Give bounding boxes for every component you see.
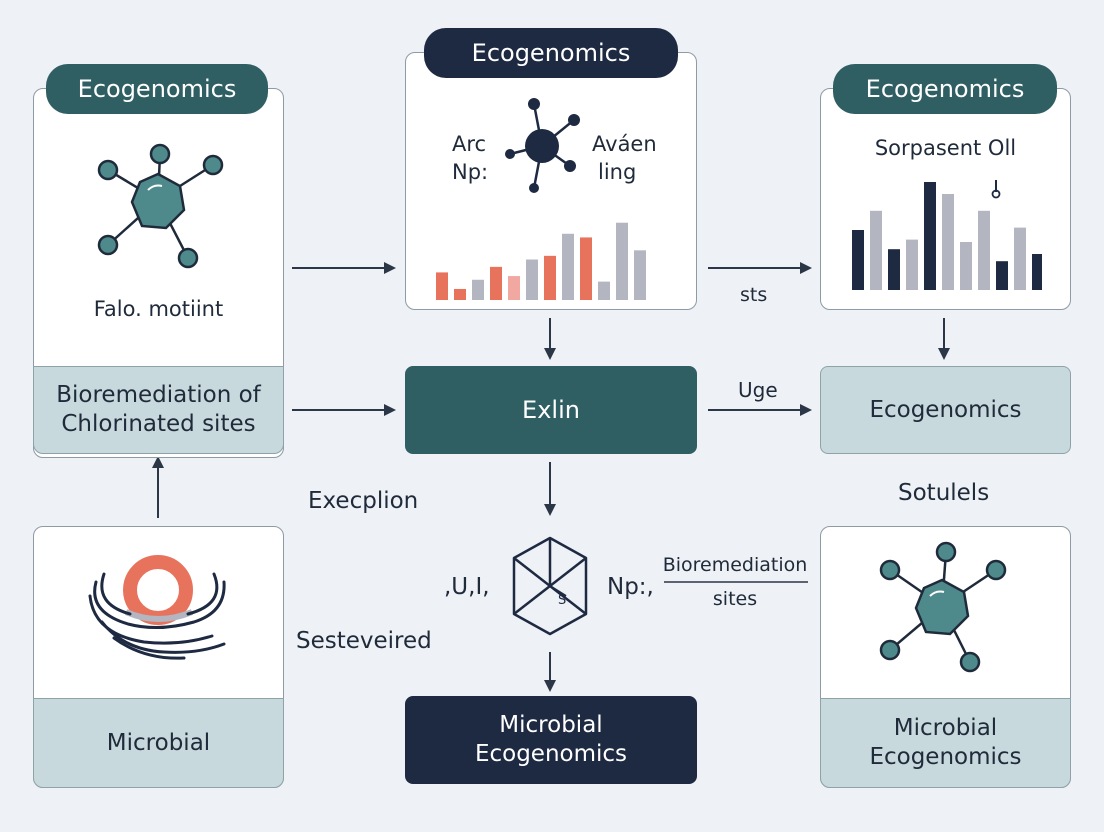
molecule-icon (505, 98, 580, 193)
exlin-box[interactable]: Exlin (405, 366, 697, 454)
microbial-box-right[interactable]: Microbial Ecogenomics (820, 698, 1071, 788)
bar (906, 239, 918, 290)
bar (960, 242, 972, 290)
bioremediation-line-2: Chlorinated sites (61, 411, 256, 437)
right-panel-title: Sorpasent Oll (874, 136, 1017, 160)
center-label-left-1: Arc (452, 132, 487, 156)
bar (508, 276, 520, 300)
center-bar-chart (436, 222, 646, 300)
center-panel-header: Ecogenomics (424, 28, 678, 78)
layered-ring-icon (88, 555, 226, 660)
molecule-icon (97, 143, 224, 269)
left-panel-header: Ecogenomics (46, 64, 268, 114)
center-label-right-1: Aváen (592, 132, 657, 156)
bar (616, 222, 628, 300)
label-np: Np:, (607, 574, 654, 600)
label-execplion: Execplion (308, 488, 419, 514)
label-bioremediation: Bioremediation (662, 554, 808, 576)
bioremediation-box[interactable]: Bioremediation of Chlorinated sites (33, 366, 284, 454)
bottom-center-line-1: Microbial (499, 712, 603, 739)
bar (634, 250, 646, 300)
right-bar-chart (852, 182, 1042, 290)
label-sts: sts (740, 284, 768, 306)
bar (852, 230, 864, 290)
bar (490, 266, 502, 300)
bar (454, 288, 466, 300)
bar (436, 272, 448, 300)
cube-icon: S (512, 536, 588, 636)
bar (888, 249, 900, 290)
bottom-center-line-2: Ecogenomics (474, 741, 628, 767)
label-sotulels: Sotulels (898, 480, 990, 506)
bar (942, 194, 954, 290)
bottom-center-box[interactable]: Microbial Ecogenomics (405, 696, 697, 784)
microbial-right-line-1: Microbial (893, 715, 998, 742)
label-sites: sites (712, 588, 758, 610)
bar (598, 281, 610, 300)
right-panel-header: Ecogenomics (833, 64, 1057, 114)
label-sesteveired: Sesteveired (296, 628, 432, 654)
bioremediation-line-1: Bioremediation of (56, 382, 261, 409)
center-label-left-2: Np: (452, 160, 489, 184)
right-ecogenomics-box[interactable]: Ecogenomics (820, 366, 1071, 454)
bar (562, 233, 574, 300)
bar (1014, 227, 1026, 290)
center-label-right-2: ling (598, 160, 637, 184)
bar (870, 210, 882, 290)
left-panel-caption: Falo. motiint (93, 297, 224, 321)
label-uil: ,U,I, (444, 574, 490, 600)
bar (1032, 254, 1042, 290)
bar (580, 237, 592, 300)
svg-text:S: S (558, 593, 566, 608)
molecule-icon (879, 541, 1007, 673)
microbial-box-left[interactable]: Microbial (33, 698, 284, 788)
microbial-right-line-2: Ecogenomics (869, 744, 1022, 770)
bar (472, 279, 484, 300)
bar (924, 182, 936, 290)
bar (544, 255, 556, 300)
label-uge: Uge (738, 378, 778, 402)
bar (996, 261, 1008, 290)
bar (526, 259, 538, 300)
bar (978, 210, 990, 290)
pin-icon (991, 180, 1001, 199)
